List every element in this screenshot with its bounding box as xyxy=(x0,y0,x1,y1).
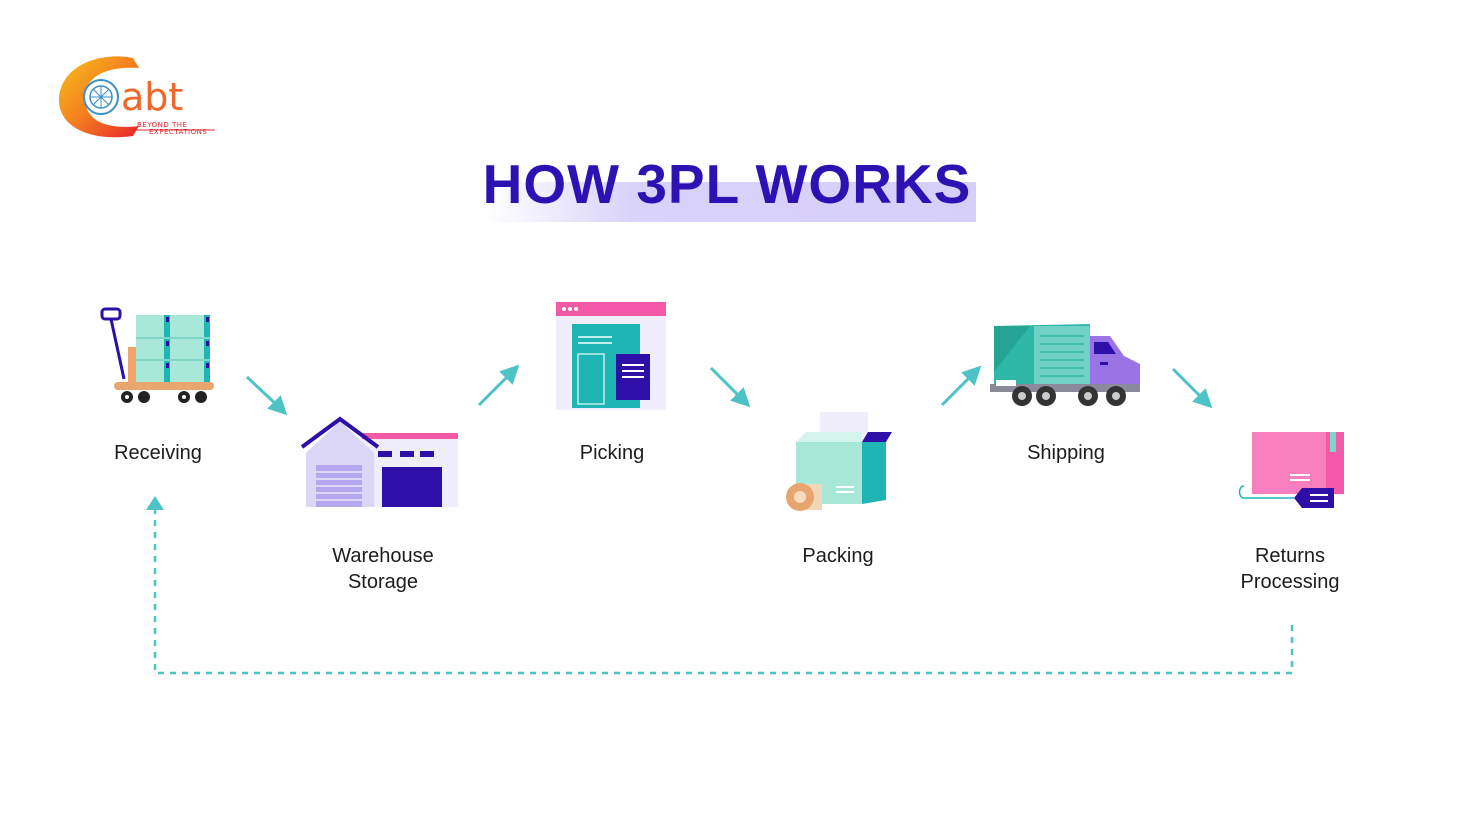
step-label-receiving: Receiving xyxy=(114,442,202,464)
step-label-picking: Picking xyxy=(579,442,645,464)
step-label-shipping: Shipping xyxy=(1027,442,1105,464)
step-label-warehouse-storage: Warehouse Storage xyxy=(283,543,483,595)
step-label-returns-processing: Returns Processing xyxy=(1190,543,1390,595)
step-label-packing: Packing xyxy=(802,545,874,567)
loop-arrowhead-icon xyxy=(146,496,164,510)
arrow-down-right-icon xyxy=(1171,367,1213,409)
open-box-icon xyxy=(786,412,892,511)
step-label-line: Warehouse xyxy=(332,545,434,567)
logo-tagline-line2: EXPECTATIONS xyxy=(149,128,208,136)
abt-logo: abt BEYOND THE EXPECTATIONS xyxy=(55,52,220,144)
arrow-up-right-icon xyxy=(477,364,520,407)
arrow-down-right-icon xyxy=(245,375,288,416)
arrow-up-right-icon xyxy=(940,365,982,407)
return-package-icon xyxy=(1238,432,1344,508)
logo-tagline: BEYOND THE EXPECTATIONS xyxy=(137,122,207,136)
step-label-line: Storage xyxy=(347,571,419,593)
step-label-line: Processing xyxy=(1240,571,1340,593)
pallet-jack-icon xyxy=(100,307,214,403)
page-title: HOW 3PL WORKS xyxy=(482,153,972,215)
logo-mark-icon: abt xyxy=(58,56,215,138)
logo-tagline-line1: BEYOND THE xyxy=(137,121,188,129)
delivery-truck-icon xyxy=(990,324,1140,406)
warehouse-icon xyxy=(300,416,458,507)
title-highlight xyxy=(486,182,976,222)
arrow-down-right-icon xyxy=(709,366,751,408)
title-block: HOW 3PL WORKS xyxy=(478,150,976,224)
step-label-line: Returns xyxy=(1254,545,1326,567)
logo-letters: abt xyxy=(121,75,183,119)
picking-list-icon xyxy=(556,302,666,410)
